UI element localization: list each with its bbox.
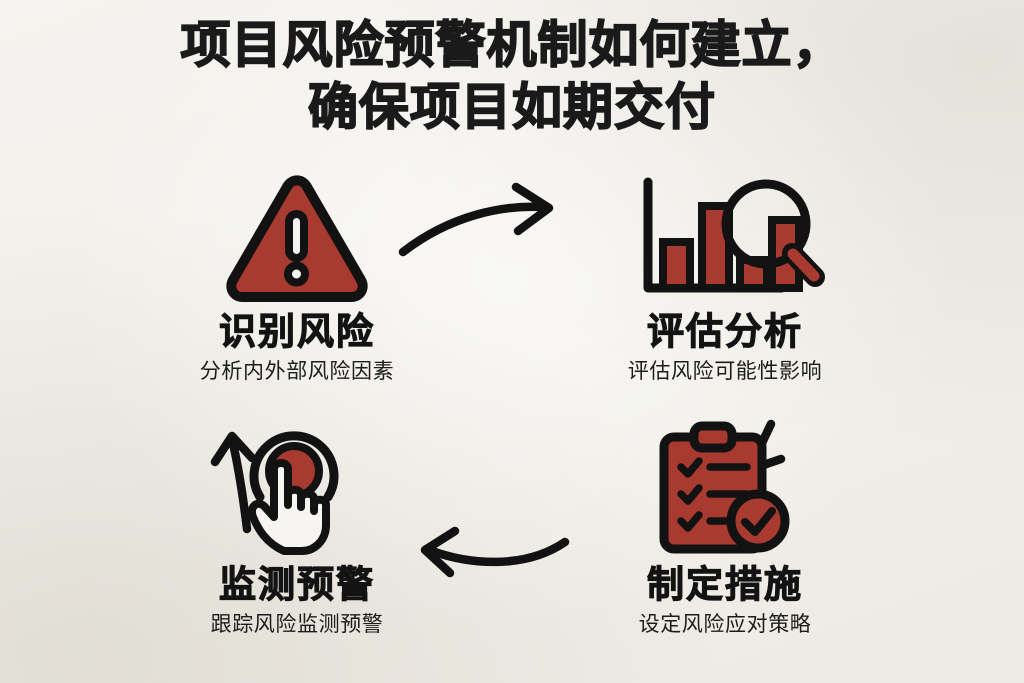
step-desc-monitor: 跟踪风险监测预警 (210, 613, 384, 636)
step-card-monitor[interactable]: 监测预警 跟踪风险监测预警 (132, 425, 462, 639)
step-card-measures[interactable]: 制定措施 设定风险应对策略 (560, 421, 890, 639)
step-desc-measures: 设定风险应对策略 (638, 613, 812, 636)
step-card-assess[interactable]: 评估分析 评估风险可能性影响 (560, 172, 890, 386)
step-desc-identify: 分析内外部风险因素 (199, 360, 395, 383)
page-title: 项目风险预警机制如何建立， 确保项目如期交付 (0, 14, 1024, 138)
page-title-line-2: 确保项目如期交付 (307, 78, 716, 136)
step-card-identify[interactable]: 识别风险 分析内外部风险因素 (132, 172, 462, 386)
warning-triangle-icon (132, 172, 462, 302)
step-desc-assess: 评估风险可能性影响 (627, 360, 823, 383)
step-title-assess: 评估分析 (646, 310, 803, 352)
clipboard-check-icon (560, 421, 890, 555)
step-title-identify: 识别风险 (218, 310, 375, 352)
bar-chart-magnifier-icon (560, 172, 890, 302)
hand-tap-alert-icon (132, 425, 462, 555)
step-title-monitor: 监测预警 (218, 563, 375, 605)
step-title-measures: 制定措施 (646, 563, 803, 605)
page-title-line-1: 项目风险预警机制如何建立， (180, 16, 844, 74)
